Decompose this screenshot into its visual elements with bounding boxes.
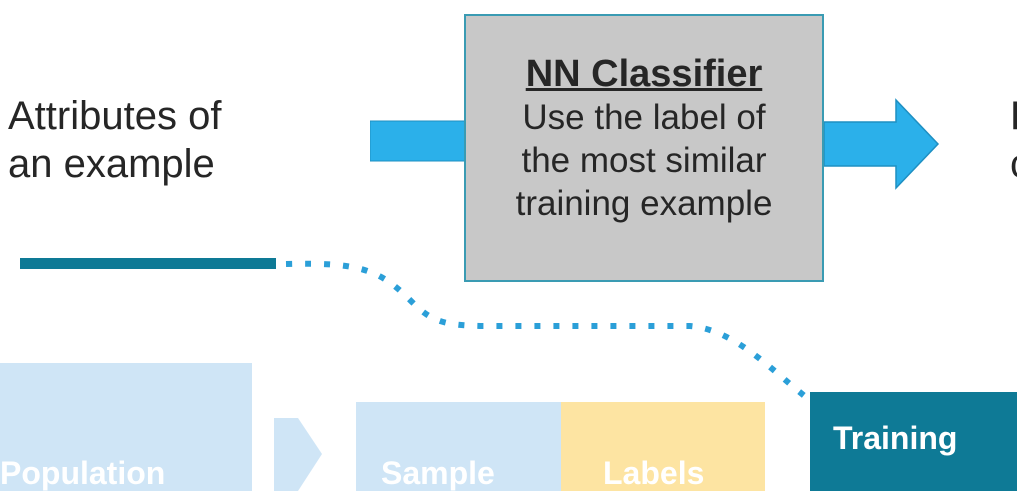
chevron-right-icon <box>274 418 322 491</box>
labels-box <box>561 402 765 491</box>
output-line-1: P <box>1010 92 1017 140</box>
labels-label: Labels <box>603 455 705 491</box>
output-line-2: c <box>1010 140 1017 188</box>
sample-box <box>356 402 561 491</box>
training-box <box>810 392 1017 491</box>
classifier-desc-line-3: training example <box>515 184 773 223</box>
classifier-desc-line-1: Use the label of <box>522 98 766 137</box>
teal-underline <box>20 258 276 269</box>
classifier-desc-line-2: the most similar <box>521 141 767 180</box>
input-attributes-text: Attributes of an example <box>8 92 328 188</box>
population-box <box>0 363 252 491</box>
nn-classifier-box: NN Classifier Use the label of the most … <box>464 14 824 282</box>
training-label: Training <box>833 420 958 456</box>
sample-label: Sample <box>381 455 495 491</box>
output-arrow <box>824 98 940 190</box>
output-text: P c <box>1010 92 1017 188</box>
classifier-title: NN Classifier <box>525 53 763 95</box>
population-label: Population <box>0 455 166 491</box>
input-line-1: Attributes of <box>8 94 222 138</box>
input-line-2: an example <box>8 142 215 186</box>
input-arrow <box>370 120 466 162</box>
